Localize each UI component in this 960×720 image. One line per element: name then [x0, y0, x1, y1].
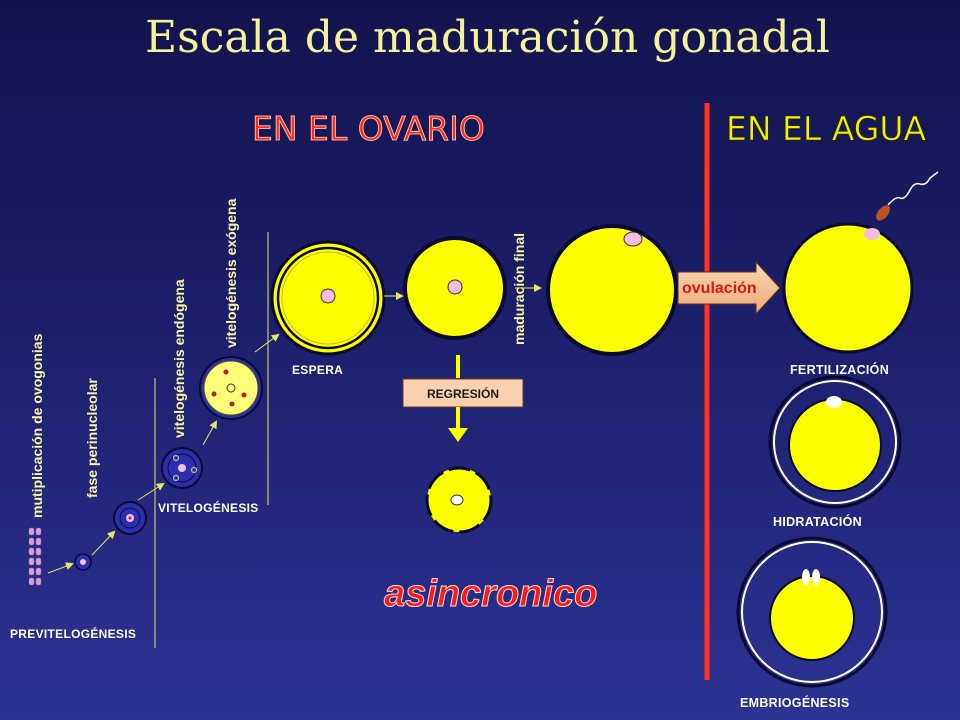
page-title: Escala de maduración gonadal: [145, 12, 830, 63]
oocyte-embriogenesis: [736, 536, 888, 688]
ovulacion-arrow: [677, 260, 781, 316]
oocyte-maduracion-inicio: [403, 236, 507, 340]
stage-previtelogenesis: PREVITELOGÉNESIS: [10, 626, 136, 641]
label-maduracion: maduración final: [511, 233, 527, 345]
label-exogena: vitelogénesis exógena: [223, 198, 239, 348]
stage-embriogenesis: EMBRIOGÉNESIS: [740, 695, 849, 710]
stage-fertilizacion: FERTILIZACIÓN: [790, 362, 889, 377]
arrow-2: [91, 530, 116, 556]
arrow-3: [137, 482, 165, 501]
oogonia-cluster: [28, 527, 42, 586]
oocyte-atresico: [425, 466, 493, 534]
asincronico-label: asincronico: [384, 573, 597, 615]
regresion-arrowhead: [448, 428, 468, 442]
heading-agua: EN EL AGUA: [726, 109, 926, 148]
sperm-icon: [876, 171, 939, 221]
label-perinucleolar: fase perinucleolar: [84, 378, 100, 498]
label-endogena: vitelogénesis endógena: [171, 279, 187, 438]
stage-hidratacion: HIDRATACIÓN: [773, 514, 862, 529]
stage-espera: ESPERA: [292, 363, 343, 377]
ovulacion-label: ovulación: [682, 280, 757, 297]
arrow-1: [47, 562, 74, 574]
arrow-4: [202, 420, 217, 446]
oocyte-espera: [270, 240, 386, 356]
oocyte-vitelogenesis-endogena: [161, 447, 203, 489]
oocyte-maduracion-final: [546, 224, 678, 356]
oocyte-hidratacion: [768, 375, 902, 509]
oocyte-vitelogenesis-exogena: [199, 356, 263, 420]
arrow-5: [254, 333, 280, 353]
oocyte-fertilizacion: [782, 222, 914, 354]
regresion-box: [402, 378, 524, 408]
heading-ovario: EN EL OVARIO: [252, 109, 485, 148]
oocyte-perinucleolar: [113, 501, 147, 535]
oocyte-previtelogenic-small: [74, 553, 92, 571]
regresion-label: REGRESIÓN: [427, 386, 499, 401]
label-multiplicacion: mutiplicación de ovogonias: [29, 333, 45, 518]
stage-vitelogenesis: VITELOGÉNESIS: [158, 500, 259, 515]
